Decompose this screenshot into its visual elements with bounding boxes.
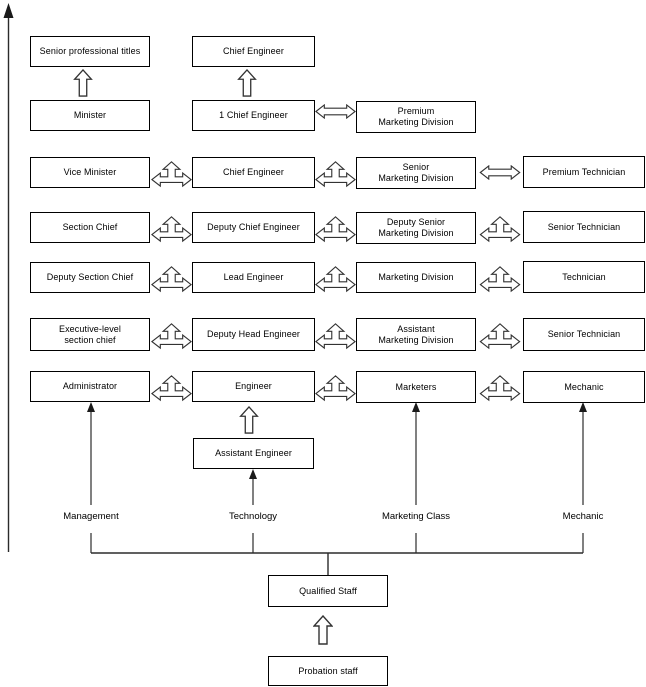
box-mechanic: Mechanic [523, 371, 645, 403]
three-way-arrow-icon [151, 266, 192, 293]
box-administrator: Administrator [30, 371, 150, 402]
label-mechanic: Mechanic [562, 511, 604, 522]
three-way-arrow-icon [315, 161, 356, 188]
label-management: Management [63, 511, 119, 522]
box-executive-level-section-chief: Executive-level section chief [30, 318, 150, 351]
three-way-arrow-icon [151, 216, 192, 243]
box-senior-marketing-division: Senior Marketing Division [356, 157, 476, 189]
three-way-arrow-icon [479, 375, 521, 402]
three-way-arrow-icon [315, 266, 356, 293]
box-senior-technician-lower: Senior Technician [523, 318, 645, 351]
box-chief-engineer: Chief Engineer [192, 157, 315, 188]
box-1-chief-engineer: 1 Chief Engineer [192, 100, 315, 131]
up-block-arrow-icon [73, 69, 93, 97]
mechanic-up-arrow [579, 402, 587, 505]
box-marketers: Marketers [356, 371, 476, 403]
three-way-arrow-icon [151, 161, 192, 188]
three-way-arrow-icon [315, 216, 356, 243]
three-way-arrow-icon [479, 323, 521, 350]
box-senior-technician-upper: Senior Technician [523, 211, 645, 243]
label-technology: Technology [228, 511, 278, 522]
box-qualified-staff: Qualified Staff [268, 575, 388, 607]
three-way-arrow-icon [315, 323, 356, 350]
box-technician: Technician [523, 261, 645, 293]
box-assistant-marketing-division: Assistant Marketing Division [356, 318, 476, 351]
up-block-arrow-icon [237, 69, 257, 97]
box-marketing-division: Marketing Division [356, 262, 476, 293]
box-deputy-head-engineer: Deputy Head Engineer [192, 318, 315, 351]
box-minister: Minister [30, 100, 150, 131]
box-engineer: Engineer [192, 371, 315, 402]
box-deputy-section-chief: Deputy Section Chief [30, 262, 150, 293]
category-bracket [90, 533, 584, 576]
up-block-arrow-icon [313, 615, 333, 645]
three-way-arrow-icon [151, 375, 192, 402]
box-probation-staff: Probation staff [268, 656, 388, 686]
level-axis-arrow [3, 3, 14, 552]
box-chief-engineer-top: Chief Engineer [192, 36, 315, 67]
box-assistant-engineer: Assistant Engineer [193, 438, 314, 469]
double-arrow-icon [315, 104, 356, 119]
management-up-arrow [87, 402, 95, 505]
three-way-arrow-icon [151, 323, 192, 350]
label-marketing-class: Marketing Class [381, 511, 451, 522]
box-deputy-chief-engineer: Deputy Chief Engineer [192, 212, 315, 243]
box-vice-minister: Vice Minister [30, 157, 150, 188]
box-deputy-senior-marketing-division: Deputy Senior Marketing Division [356, 212, 476, 244]
double-arrow-icon [479, 165, 521, 180]
box-lead-engineer: Lead Engineer [192, 262, 315, 293]
box-premium-technician: Premium Technician [523, 156, 645, 188]
technology-up-arrow [249, 469, 257, 505]
box-senior-professional-titles: Senior professional titles [30, 36, 150, 67]
up-block-arrow-icon [239, 406, 259, 434]
three-way-arrow-icon [315, 375, 356, 402]
box-premium-marketing-division: Premium Marketing Division [356, 101, 476, 133]
marketing-class-up-arrow [412, 402, 420, 505]
three-way-arrow-icon [479, 266, 521, 293]
box-section-chief: Section Chief [30, 212, 150, 243]
three-way-arrow-icon [479, 216, 521, 243]
